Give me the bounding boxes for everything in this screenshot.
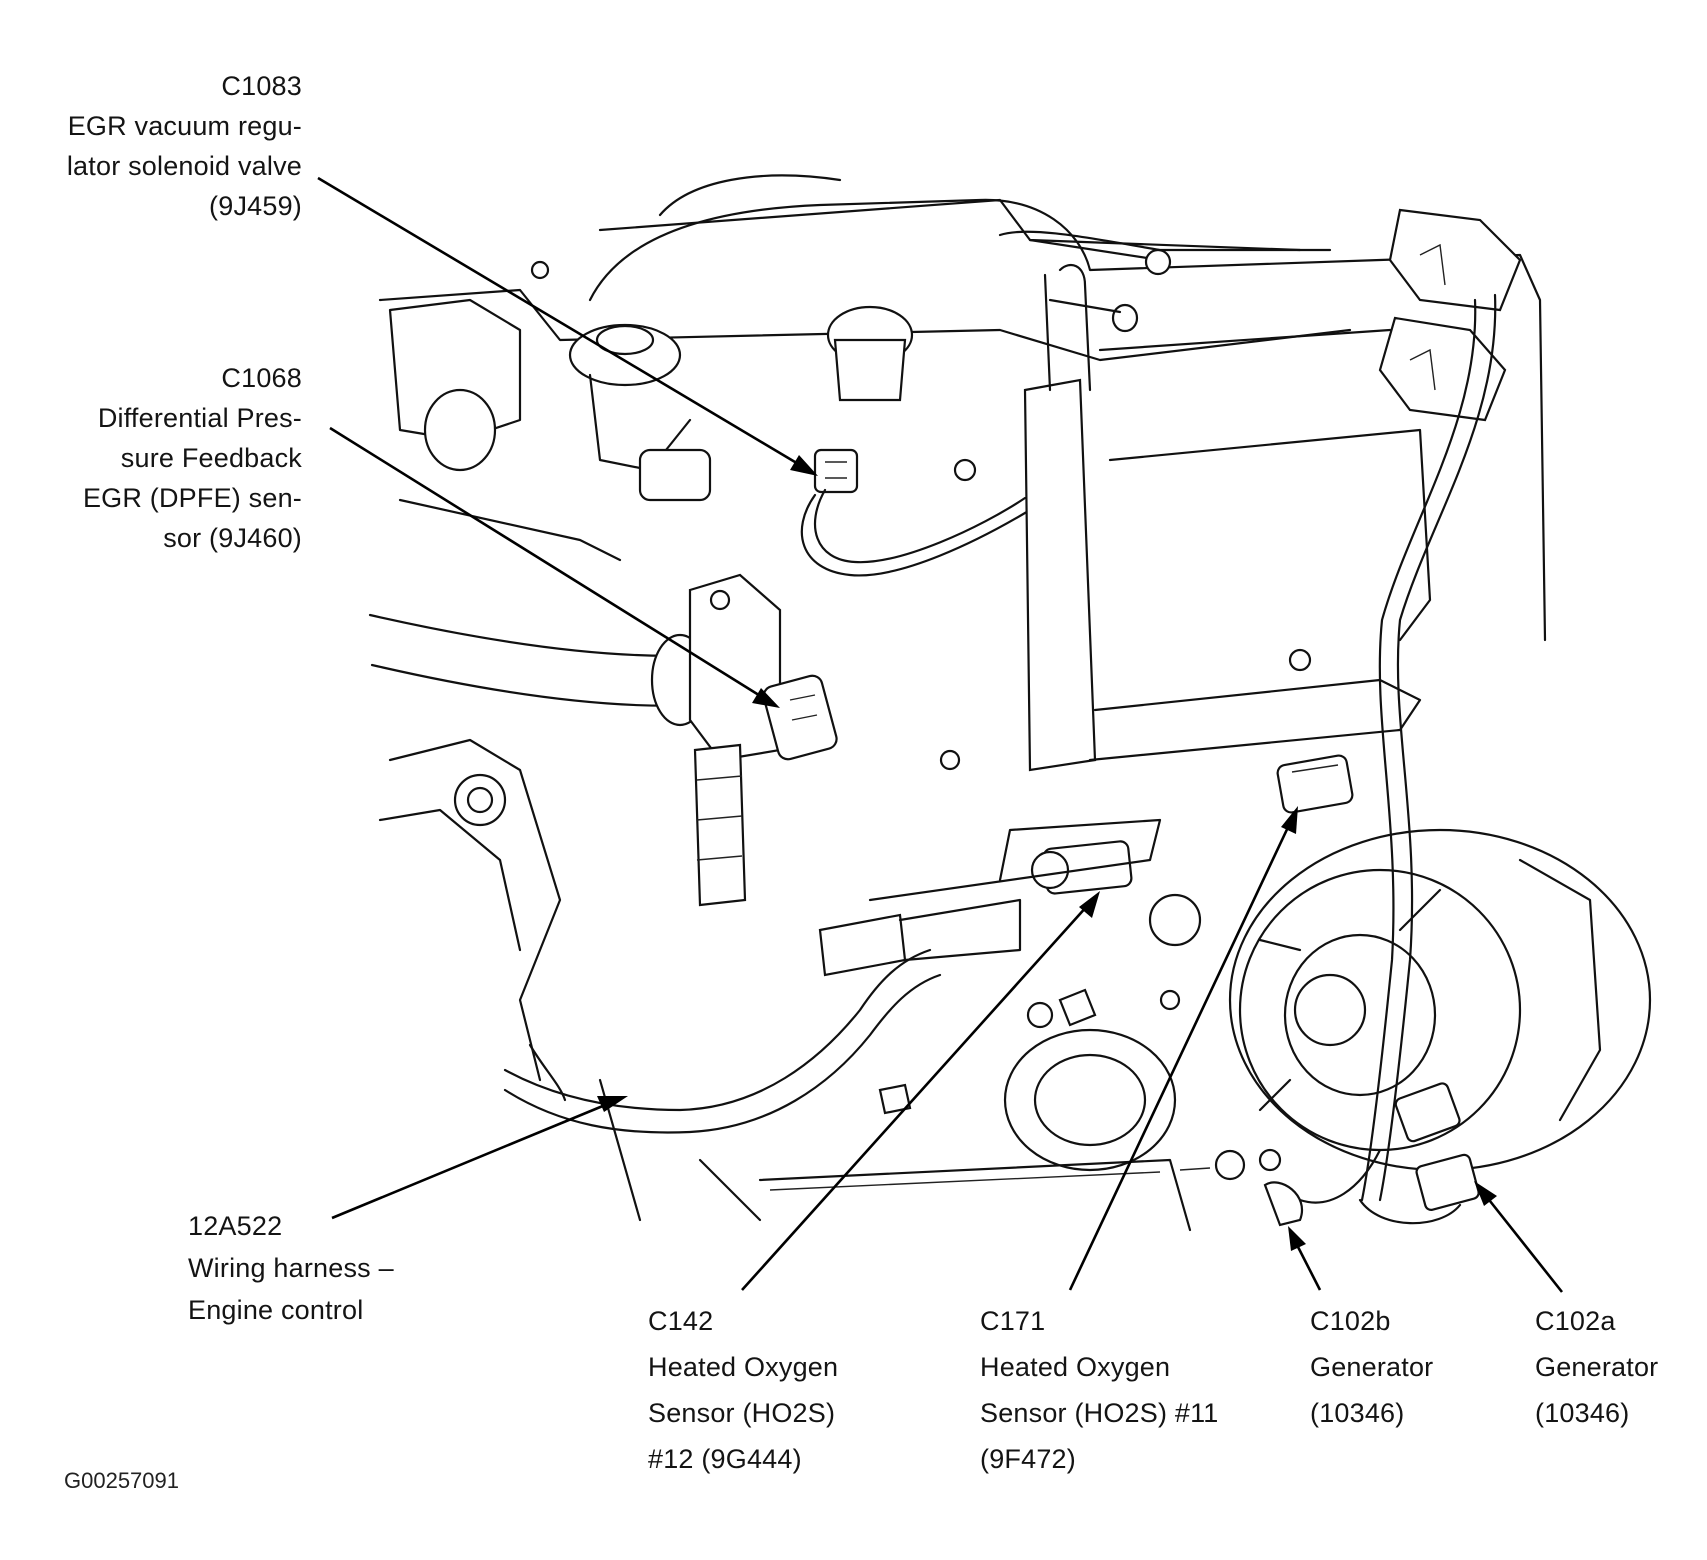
arrow-c102a — [1474, 1181, 1497, 1206]
leader-lines — [317, 176, 1564, 1293]
callout-c1068-dpfe-sensor: C1068 Differential Pres- sure Feedback E… — [83, 358, 302, 558]
figure-id: G00257091 — [64, 1468, 179, 1493]
callout-line: sor (9J460) — [163, 523, 302, 553]
leader-12a522 — [331, 1101, 611, 1220]
callout-c102b-generator: C102b Generator (10346) — [1310, 1298, 1433, 1436]
callout-line: (9F472) — [980, 1444, 1076, 1474]
callout-line: Differential Pres- — [97, 403, 302, 433]
arrow-12a522 — [597, 1096, 628, 1112]
callout-line: (10346) — [1535, 1398, 1630, 1428]
callout-line: Sensor (HO2S) — [648, 1398, 836, 1428]
callout-line: EGR vacuum regu- — [67, 111, 302, 141]
leader-c1068 — [329, 426, 763, 699]
leader-c102a — [1484, 1195, 1564, 1293]
arrow-c142 — [1079, 891, 1100, 918]
leader-c1083 — [317, 176, 801, 467]
callout-line: Engine control — [188, 1295, 364, 1325]
callout-line: Generator — [1310, 1352, 1434, 1382]
arrow-c171 — [1281, 806, 1298, 834]
callout-c1083-egr-vacuum-regulator: C1083 EGR vacuum regu- lator solenoid va… — [67, 66, 302, 226]
callout-line: lator solenoid valve — [66, 151, 302, 181]
callout-line: C142 — [648, 1306, 714, 1336]
leader-c102b — [1294, 1242, 1322, 1291]
callout-line: Wiring harness – — [188, 1253, 394, 1283]
callout-c142-ho2s-12: C142 Heated Oxygen Sensor (HO2S) #12 (9G… — [648, 1298, 838, 1482]
callout-line: (10346) — [1310, 1398, 1405, 1428]
callout-c171-ho2s-11: C171 Heated Oxygen Sensor (HO2S) #11 (9F… — [980, 1298, 1219, 1482]
callout-line: C1083 — [221, 71, 302, 101]
callout-line: EGR (DPFE) sen- — [82, 483, 302, 513]
arrow-c102b — [1288, 1226, 1306, 1251]
callout-line: Heated Oxygen — [980, 1352, 1171, 1382]
callout-line: Sensor (HO2S) #11 — [980, 1398, 1219, 1428]
leader-c142 — [741, 904, 1089, 1291]
callout-line: Heated Oxygen — [648, 1352, 839, 1382]
arrow-c1068 — [752, 688, 780, 708]
callout-line: 12A522 — [188, 1211, 283, 1241]
callout-line: (9J459) — [209, 191, 302, 221]
callout-c102a-generator: C102a Generator (10346) — [1535, 1298, 1658, 1436]
callout-12a522-wiring-harness: 12A522 Wiring harness – Engine control — [188, 1205, 394, 1331]
callout-line: C102a — [1535, 1306, 1616, 1336]
callout-line: sure Feedback — [120, 443, 302, 473]
engine-drawing — [368, 174, 1652, 1232]
callout-line: #12 (9G444) — [648, 1444, 802, 1474]
callout-line: C102b — [1310, 1306, 1391, 1336]
arrow-c1083 — [790, 455, 818, 476]
callout-line: Generator — [1535, 1352, 1659, 1382]
callout-line: C171 — [980, 1306, 1046, 1336]
callout-line: C1068 — [221, 363, 302, 393]
leader-c171 — [1068, 822, 1292, 1291]
